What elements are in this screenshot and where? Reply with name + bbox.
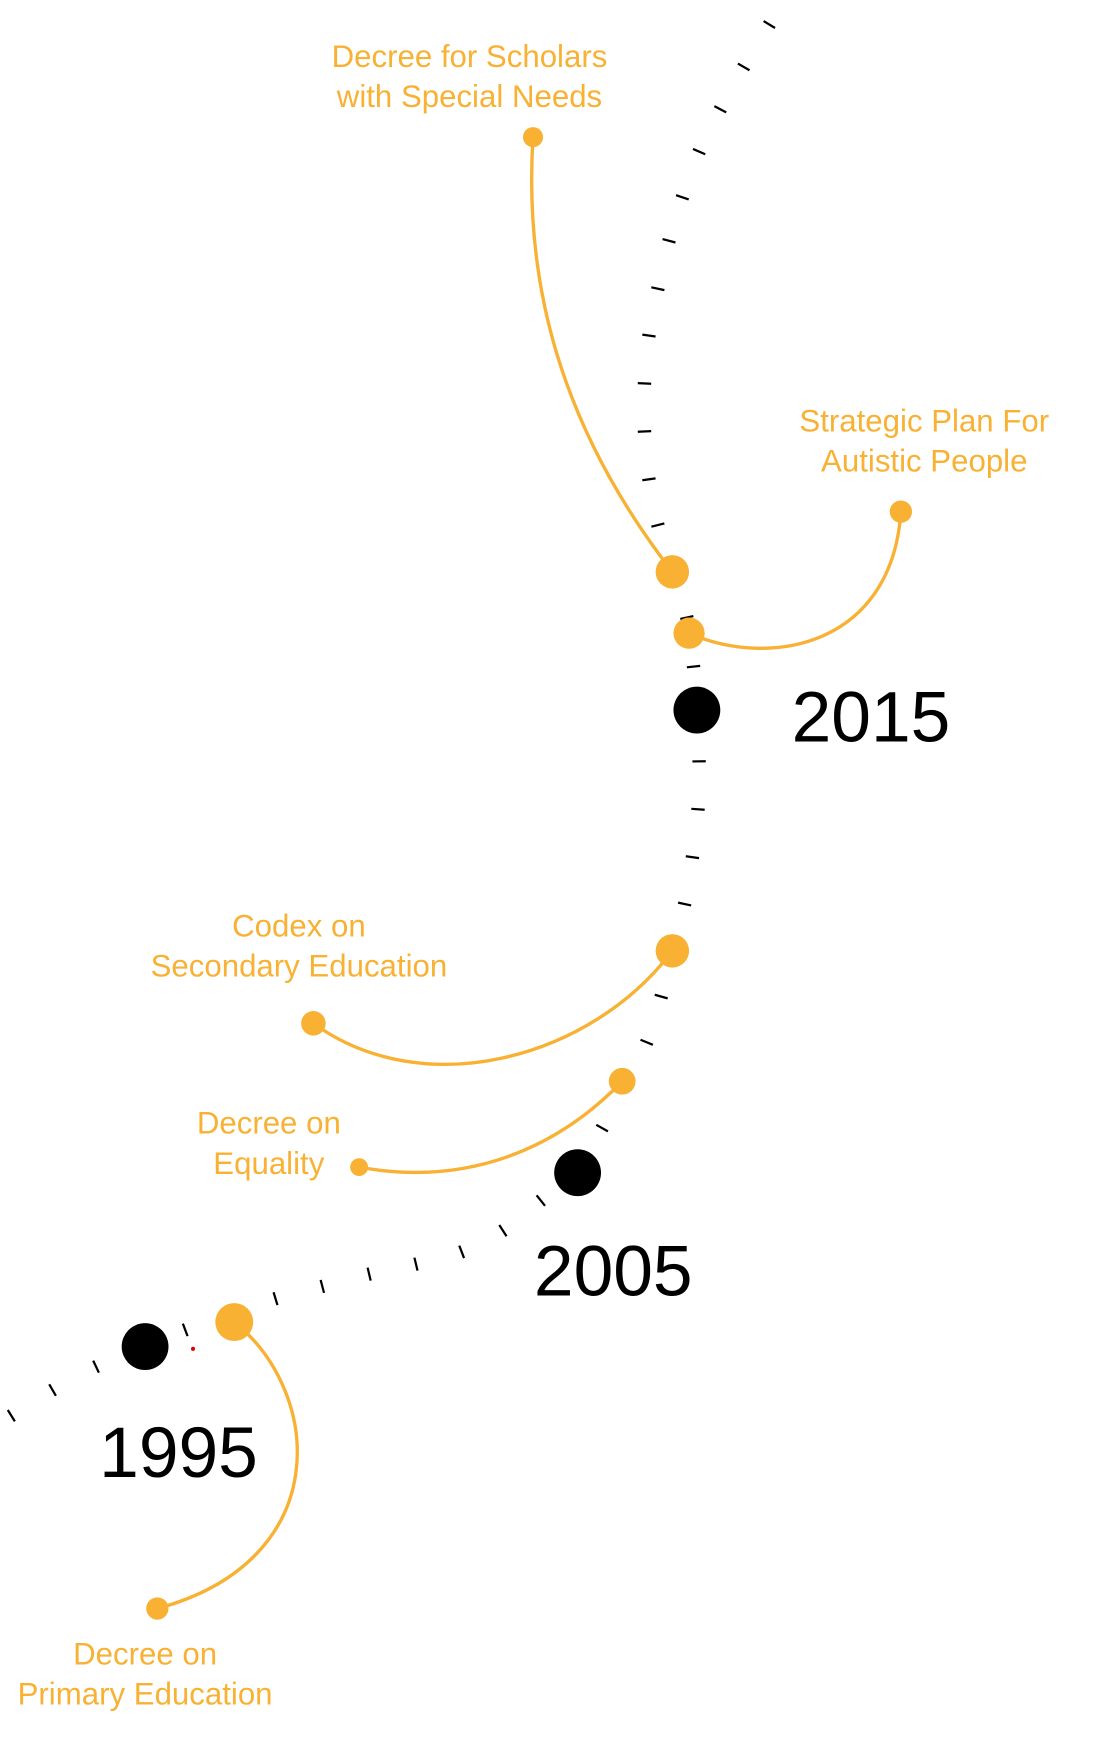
timeline-tick	[677, 901, 692, 907]
year-label-1995: 1995	[99, 1413, 258, 1493]
event-label-dot-strategic	[889, 500, 913, 523]
year-label-2015: 2015	[792, 677, 951, 757]
timeline-tick	[662, 237, 676, 244]
timeline-tick	[498, 1224, 508, 1237]
timeline-ticks	[6, 20, 776, 1422]
event-connector-codex	[312, 949, 674, 1066]
event-point-equality[interactable]	[608, 1067, 636, 1095]
timeline-tick	[319, 1279, 326, 1294]
event-label-dot-codex	[301, 1011, 326, 1036]
event-connector-primary	[156, 1320, 299, 1611]
timeline-tick	[637, 382, 652, 385]
timeline-tick	[92, 1360, 100, 1374]
timeline-tick	[763, 20, 776, 29]
year-marker-2005[interactable]	[554, 1149, 602, 1197]
timeline-tick	[366, 1267, 372, 1281]
timeline-tick	[637, 429, 652, 433]
event-label-dot-equality	[350, 1158, 369, 1177]
timeline-tick	[458, 1245, 466, 1259]
timeline-tick	[642, 477, 656, 482]
event-connector-strategic	[688, 511, 903, 650]
year-marker-2015[interactable]	[673, 686, 721, 734]
timeline-tick	[651, 522, 665, 528]
timeline-tick	[654, 993, 668, 1000]
timeline-tick	[680, 615, 694, 621]
year-marker-1995[interactable]	[121, 1323, 169, 1370]
timeline-tick	[737, 62, 751, 72]
timeline-tick	[651, 286, 665, 292]
year-label-2005: 2005	[534, 1231, 693, 1311]
timeline-tick	[413, 1257, 419, 1271]
event-point-scholars[interactable]	[655, 555, 690, 589]
timeline-tick	[713, 105, 727, 114]
event-connector-scholars	[529, 137, 674, 573]
event-label-dot-primary	[146, 1597, 169, 1620]
event-point-strategic[interactable]	[673, 617, 705, 649]
timeline-tick	[640, 1038, 654, 1046]
timeline-tick	[181, 1323, 189, 1337]
timeline-tick	[595, 1123, 609, 1133]
timeline-tick	[535, 1194, 546, 1207]
timeline-tick	[48, 1383, 57, 1397]
timeline-tick	[675, 194, 690, 201]
current-position-marker	[191, 1346, 196, 1351]
timeline-tick	[685, 855, 700, 860]
timeline-tick	[272, 1291, 279, 1306]
event-point-codex[interactable]	[655, 934, 690, 968]
timeline-tick	[692, 147, 706, 156]
event-connector-equality	[358, 1080, 624, 1175]
timeline-tick	[686, 664, 701, 669]
event-point-primary[interactable]	[215, 1303, 254, 1342]
timeline-tick	[6, 1409, 16, 1422]
timeline-tick	[642, 333, 656, 338]
event-label-dot-scholars	[522, 127, 544, 148]
timeline-tick	[691, 807, 705, 811]
